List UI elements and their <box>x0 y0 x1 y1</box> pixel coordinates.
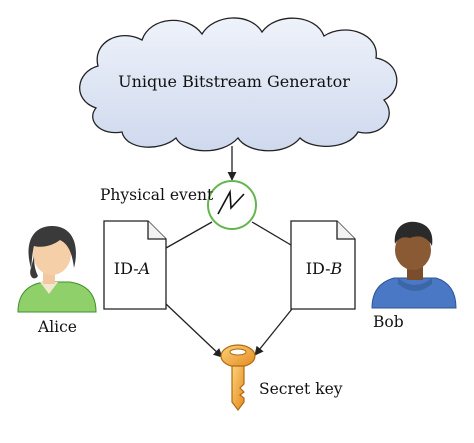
document-a-icon <box>103 220 167 310</box>
generator-cloud <box>79 17 398 152</box>
bob-label: Bob <box>373 313 404 331</box>
physical-event-icon <box>207 180 257 230</box>
document-b-label: ID-B <box>296 259 352 278</box>
connectors <box>165 146 297 358</box>
document-b-suffix: B <box>330 259 343 278</box>
alice-label: Alice <box>38 318 77 336</box>
document-a-label: ID-A <box>104 259 160 278</box>
document-a-prefix: ID- <box>113 259 139 278</box>
secret-key-label: Secret key <box>259 380 343 398</box>
arrow-doc-b-to-key <box>254 303 297 356</box>
generator-label: Unique Bitstream Generator <box>118 72 350 91</box>
secret-key-icon <box>220 344 256 411</box>
physical-event-label: Physical event <box>100 186 214 204</box>
arrow-doc-a-to-key <box>165 303 223 358</box>
line-event-to-doc-b <box>251 221 297 249</box>
document-b-prefix: ID- <box>305 259 331 278</box>
document-a-suffix: A <box>138 259 151 278</box>
line-event-to-doc-a <box>165 221 213 249</box>
alice-avatar <box>17 226 97 313</box>
bob-avatar <box>371 221 457 309</box>
document-b-icon <box>290 220 356 310</box>
